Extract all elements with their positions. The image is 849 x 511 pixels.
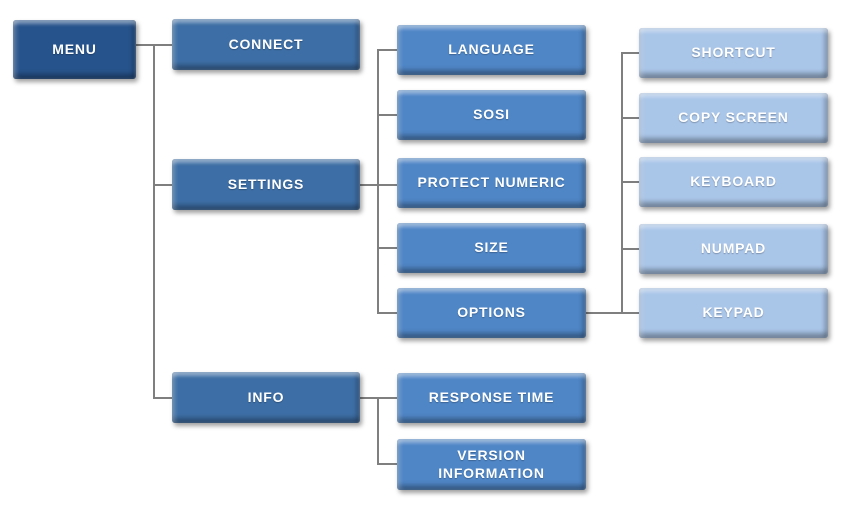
node-label: SOSI [473,106,510,123]
connector-line [377,49,397,51]
connector-line [377,247,397,249]
connector-line [621,52,639,54]
node-label: INFO [247,388,285,405]
node-options: OPTIONS [397,288,586,338]
node-shortcut: SHORTCUT [639,28,828,78]
connector-line [621,117,639,119]
connector-line [153,397,172,399]
connector-line [377,114,397,116]
node-menu: MENU [13,20,136,79]
node-label: MENU [52,40,97,57]
node-label: OPTIONS [457,304,526,321]
connector-line [153,44,155,399]
connector-line [377,397,379,464]
node-keyboard: KEYBOARD [639,157,828,207]
node-label: LANGUAGE [448,41,535,58]
node-label: NUMPAD [700,240,767,257]
node-settings: SETTINGS [172,159,360,210]
connector-line [586,312,639,314]
node-size: SIZE [397,223,586,273]
node-copy-screen: COPY SCREEN [639,93,828,143]
node-label: COPY SCREEN [678,109,789,126]
node-label: PROTECT NUMERIC [417,174,566,191]
node-label: KEYPAD [702,304,765,321]
node-protect-numeric: PROTECT NUMERIC [397,158,586,208]
node-keypad: KEYPAD [639,288,828,338]
connector-line [621,52,623,314]
connector-line [377,463,397,465]
node-connect: CONNECT [172,19,360,70]
connector-line [621,248,639,250]
node-response-time: RESPONSE TIME [397,373,586,423]
node-label: SETTINGS [227,175,305,192]
connector-line [377,312,397,314]
connector-line [621,181,639,183]
node-numpad: NUMPAD [639,224,828,274]
connector-line [153,184,172,186]
node-info: INFO [172,372,360,423]
node-label: CONNECT [228,35,304,52]
node-label: KEYBOARD [690,173,777,190]
node-label: VERSION INFORMATION [438,447,545,481]
node-label: RESPONSE TIME [428,389,555,406]
node-label: SIZE [474,239,509,256]
node-language: LANGUAGE [397,25,586,75]
node-label: SHORTCUT [691,44,776,61]
connector-line [377,49,379,314]
node-version-information: VERSION INFORMATION [397,439,586,490]
node-sosi: SOSI [397,90,586,140]
